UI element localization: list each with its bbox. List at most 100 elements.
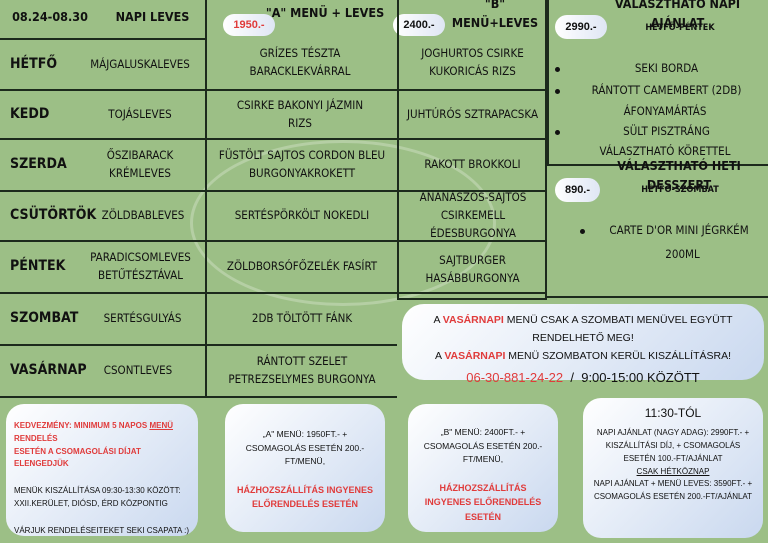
notice-text: A	[433, 314, 443, 326]
dessert-item: CARTE D'OR MINI JÉGRKÉM	[580, 220, 765, 242]
daily-offer-item: SÜLT PISZTRÁNG	[555, 122, 765, 142]
bullet-icon	[555, 129, 560, 135]
a-menu-tuesday: CSIRKE BAKONYI JÁZMIN RIZS	[236, 97, 364, 130]
a-menu-sunday: RÁNTOTT SZELET PETREZSELYMES BURGONYA	[228, 354, 376, 386]
phone-number[interactable]: 06-30-881-24-22	[466, 369, 564, 385]
grid-line	[205, 0, 207, 396]
a-menu-thursday: SERTÉSPÖRKÖLT NOKEDLI	[234, 208, 370, 223]
b-menu-header: "B" MENÜ+LEVES	[451, 0, 539, 30]
grid-line	[0, 240, 545, 242]
daily-offer-subtitle: HÉTFŐ-PÉNTEK	[645, 23, 715, 34]
daily-offer-item-label: SEKI BORDA	[634, 61, 699, 76]
a-menu-bubble: „A" MENÜ: 1950FT.- + CSOMAGOLÁS ESETÉN 2…	[225, 404, 385, 532]
discount-label: ESETÉN A CSOMAGOLÁSI DÍJAT ELENGEDJÜK	[14, 446, 141, 469]
soup-column-header: NAPI LEVES	[115, 9, 190, 25]
b-menu-bubble: „B" MENÜ: 2400FT.- + CSOMAGOLÁS ESETÉN 2…	[408, 404, 558, 532]
dessert-item-cont: 200ML	[665, 247, 700, 262]
grid-line	[545, 0, 547, 298]
grid-line	[397, 298, 547, 300]
soup-wednesday: ŐSZIBARACK KRÉMLEVES	[106, 148, 174, 180]
b-menu-thursday: ANANÁSZOS-SAJTOS CSIRKEMELL ÉDESBURGONYA	[419, 190, 527, 240]
daily-offer-item-label: SÜLT PISZTRÁNG	[623, 124, 710, 139]
daily-offer-pricing: NAPI AJÁNLAT (NAGY ADAG): 2990FT.- + KIS…	[596, 428, 750, 463]
serving-time: 11:30-TÓL	[644, 406, 702, 420]
bullet-icon	[580, 228, 585, 234]
b-menu-friday: SAJTBURGER HASÁBBURGONYA	[425, 253, 520, 285]
notice-text: MENÜ SZOMBATON KERÜL KISZÁLLÍTÁSRA!	[505, 349, 731, 362]
a-menu-pricing: „A" MENÜ: 1950FT.- + CSOMAGOLÁS ESETÉN 2…	[245, 429, 365, 467]
soup-sunday: CSONTLEVES	[103, 363, 173, 378]
bullet-icon	[555, 66, 560, 72]
a-menu-saturday: 2DB TÖLTÖTT FÁNK	[251, 311, 353, 326]
a-menu-price: 1950.-	[223, 14, 275, 36]
day-sunday: VASÁRNAP	[10, 362, 87, 379]
grid-line	[0, 138, 545, 140]
soup-tuesday: TOJÁSLEVES	[108, 106, 172, 121]
day-saturday: SZOMBAT	[10, 310, 79, 327]
dessert-price: 890.-	[555, 178, 600, 202]
notice-line-1: A VASÁRNAPI MENÜ CSAK A SZOMBATI MENÜVEL…	[402, 312, 764, 348]
day-monday: HÉTFŐ	[10, 55, 58, 72]
a-menu-friday: ZÖLDBORSÓFŐZELÉK FASÍRT	[226, 259, 378, 274]
a-menu-header: "A" MENÜ + LEVES	[265, 5, 385, 21]
discount-bubble: KEDVEZMÉNY: MINIMUM 5 NAPOS MENÜ RENDELÉ…	[6, 404, 198, 536]
day-friday: PÉNTEK	[10, 258, 66, 275]
dessert-subtitle: HÉTFŐ-SZOMBAT	[641, 185, 719, 196]
daily-offer-box	[547, 0, 768, 166]
day-thursday: CSÜTÖRTÖK	[10, 207, 97, 224]
soup-thursday: ZÖLDBABLEVES	[101, 208, 185, 223]
discount-label: MENÜ	[149, 421, 173, 430]
free-delivery-note: HÁZHOZSZÁLLÍTÁS INGYENES ELŐRENDELÉS ESE…	[237, 484, 374, 510]
day-tuesday: KEDD	[10, 105, 50, 122]
grid-line	[0, 292, 545, 294]
day-wednesday: SZERDA	[10, 156, 67, 173]
contact-line: 06-30-881-24-22 / 9:00-15:00 KÖZÖTT	[402, 366, 764, 389]
date-box	[0, 0, 205, 40]
closing-message: VÁRJUK RENDELÉSEITEKET SEKI CSAPATA :)	[14, 525, 190, 535]
daily-offer-item-label: RÁNTOTT CAMEMBERT (2DB)	[591, 83, 742, 98]
a-menu-wednesday: FÜSTÖLT SAJTOS CORDON BLEU BURGONYAKROKE…	[218, 148, 386, 180]
discount-label: RENDELÉS	[14, 433, 58, 443]
dessert-title: VÁLASZTHATÓ HETI DESSZERT	[617, 157, 741, 192]
b-menu-price: 2400.-	[393, 14, 445, 36]
notice-text: MENÜ CSAK A SZOMBATI MENÜVEL EGYÜTT REND…	[503, 314, 733, 344]
daily-offer-item: SEKI BORDA	[555, 58, 765, 80]
grid-line	[0, 344, 397, 346]
date-range: 08.24-08.30	[12, 9, 88, 25]
combo-pricing: NAPI AJÁNLAT + MENÜ LEVES: 3590FT.- + CS…	[593, 479, 753, 502]
daily-offer-price: 2990.-	[555, 15, 607, 39]
dessert-item-label: CARTE D'OR MINI JÉGRKÉM	[609, 223, 749, 238]
daily-offer-item: RÁNTOTT CAMEMBERT (2DB)	[555, 80, 765, 102]
weekday-note: CSAK HÉTKÖZNAP	[636, 466, 710, 476]
a-menu-monday: GRÍZES TÉSZTA BARACKLEKVÁRRAL	[249, 45, 351, 78]
grid-line	[0, 396, 397, 398]
b-menu-wednesday: RAKOTT BROKKOLI	[424, 157, 521, 172]
discount-text: KEDVEZMÉNY: MINIMUM 5 NAPOS MENÜ RENDELÉ…	[14, 420, 190, 471]
grid-line	[0, 89, 545, 91]
notice-text: A	[434, 349, 445, 362]
daily-offer-item-cont: VÁLASZTHATÓ KÖRETTEL	[599, 144, 731, 159]
notice-highlight: VASÁRNAPI	[444, 349, 506, 362]
b-menu-tuesday: JUHTÚRÓS SZTRAPACSKA	[406, 106, 539, 121]
soup-monday: MÁJGALUSKALEVES	[90, 56, 190, 71]
sunday-notice: A VASÁRNAPI MENÜ CSAK A SZOMBATI MENÜVEL…	[402, 304, 764, 385]
daily-offer-bubble: 11:30-TÓL NAPI AJÁNLAT (NAGY ADAG): 2990…	[583, 398, 763, 538]
notice-line-2: A VASÁRNAPI MENÜ SZOMBATON KERÜL KISZÁLL…	[402, 348, 764, 366]
b-menu-monday: JOGHURTOS CSIRKE KUKORICÁS RIZS	[421, 45, 524, 78]
daily-offer-title: VÁLASZTHATÓ NAPI AJÁNLAT	[614, 0, 741, 30]
delivery-time: MENÜK KISZÁLLÍTÁSA 09:30-13:30 KÖZÖTT:	[14, 486, 181, 496]
grid-line	[397, 0, 399, 298]
separator: /	[570, 369, 574, 385]
soup-friday: PARADICSOMLEVES BETŰTÉSZTÁVAL	[90, 250, 191, 282]
delivery-areas: XXII.KERÜLET, DIÓSD, ÉRD KÖZPONTIG	[14, 498, 168, 508]
bullet-icon	[555, 88, 560, 94]
soup-saturday: SERTÉSGULYÁS	[103, 311, 182, 326]
b-menu-pricing: „B" MENÜ: 2400FT.- + CSOMAGOLÁS ESETÉN 2…	[423, 427, 543, 465]
notice-highlight: VASÁRNAPI	[442, 314, 504, 326]
opening-hours: 9:00-15:00 KÖZÖTT	[581, 369, 700, 385]
logo-watermark	[190, 140, 496, 306]
daily-offer-item-cont: ÁFONYAMÁRTÁS	[623, 104, 707, 119]
grid-line	[545, 296, 768, 298]
free-delivery-note: HÁZHOZSZÁLLÍTÁS INGYENES ELŐRENDELÉS ESE…	[424, 482, 542, 522]
